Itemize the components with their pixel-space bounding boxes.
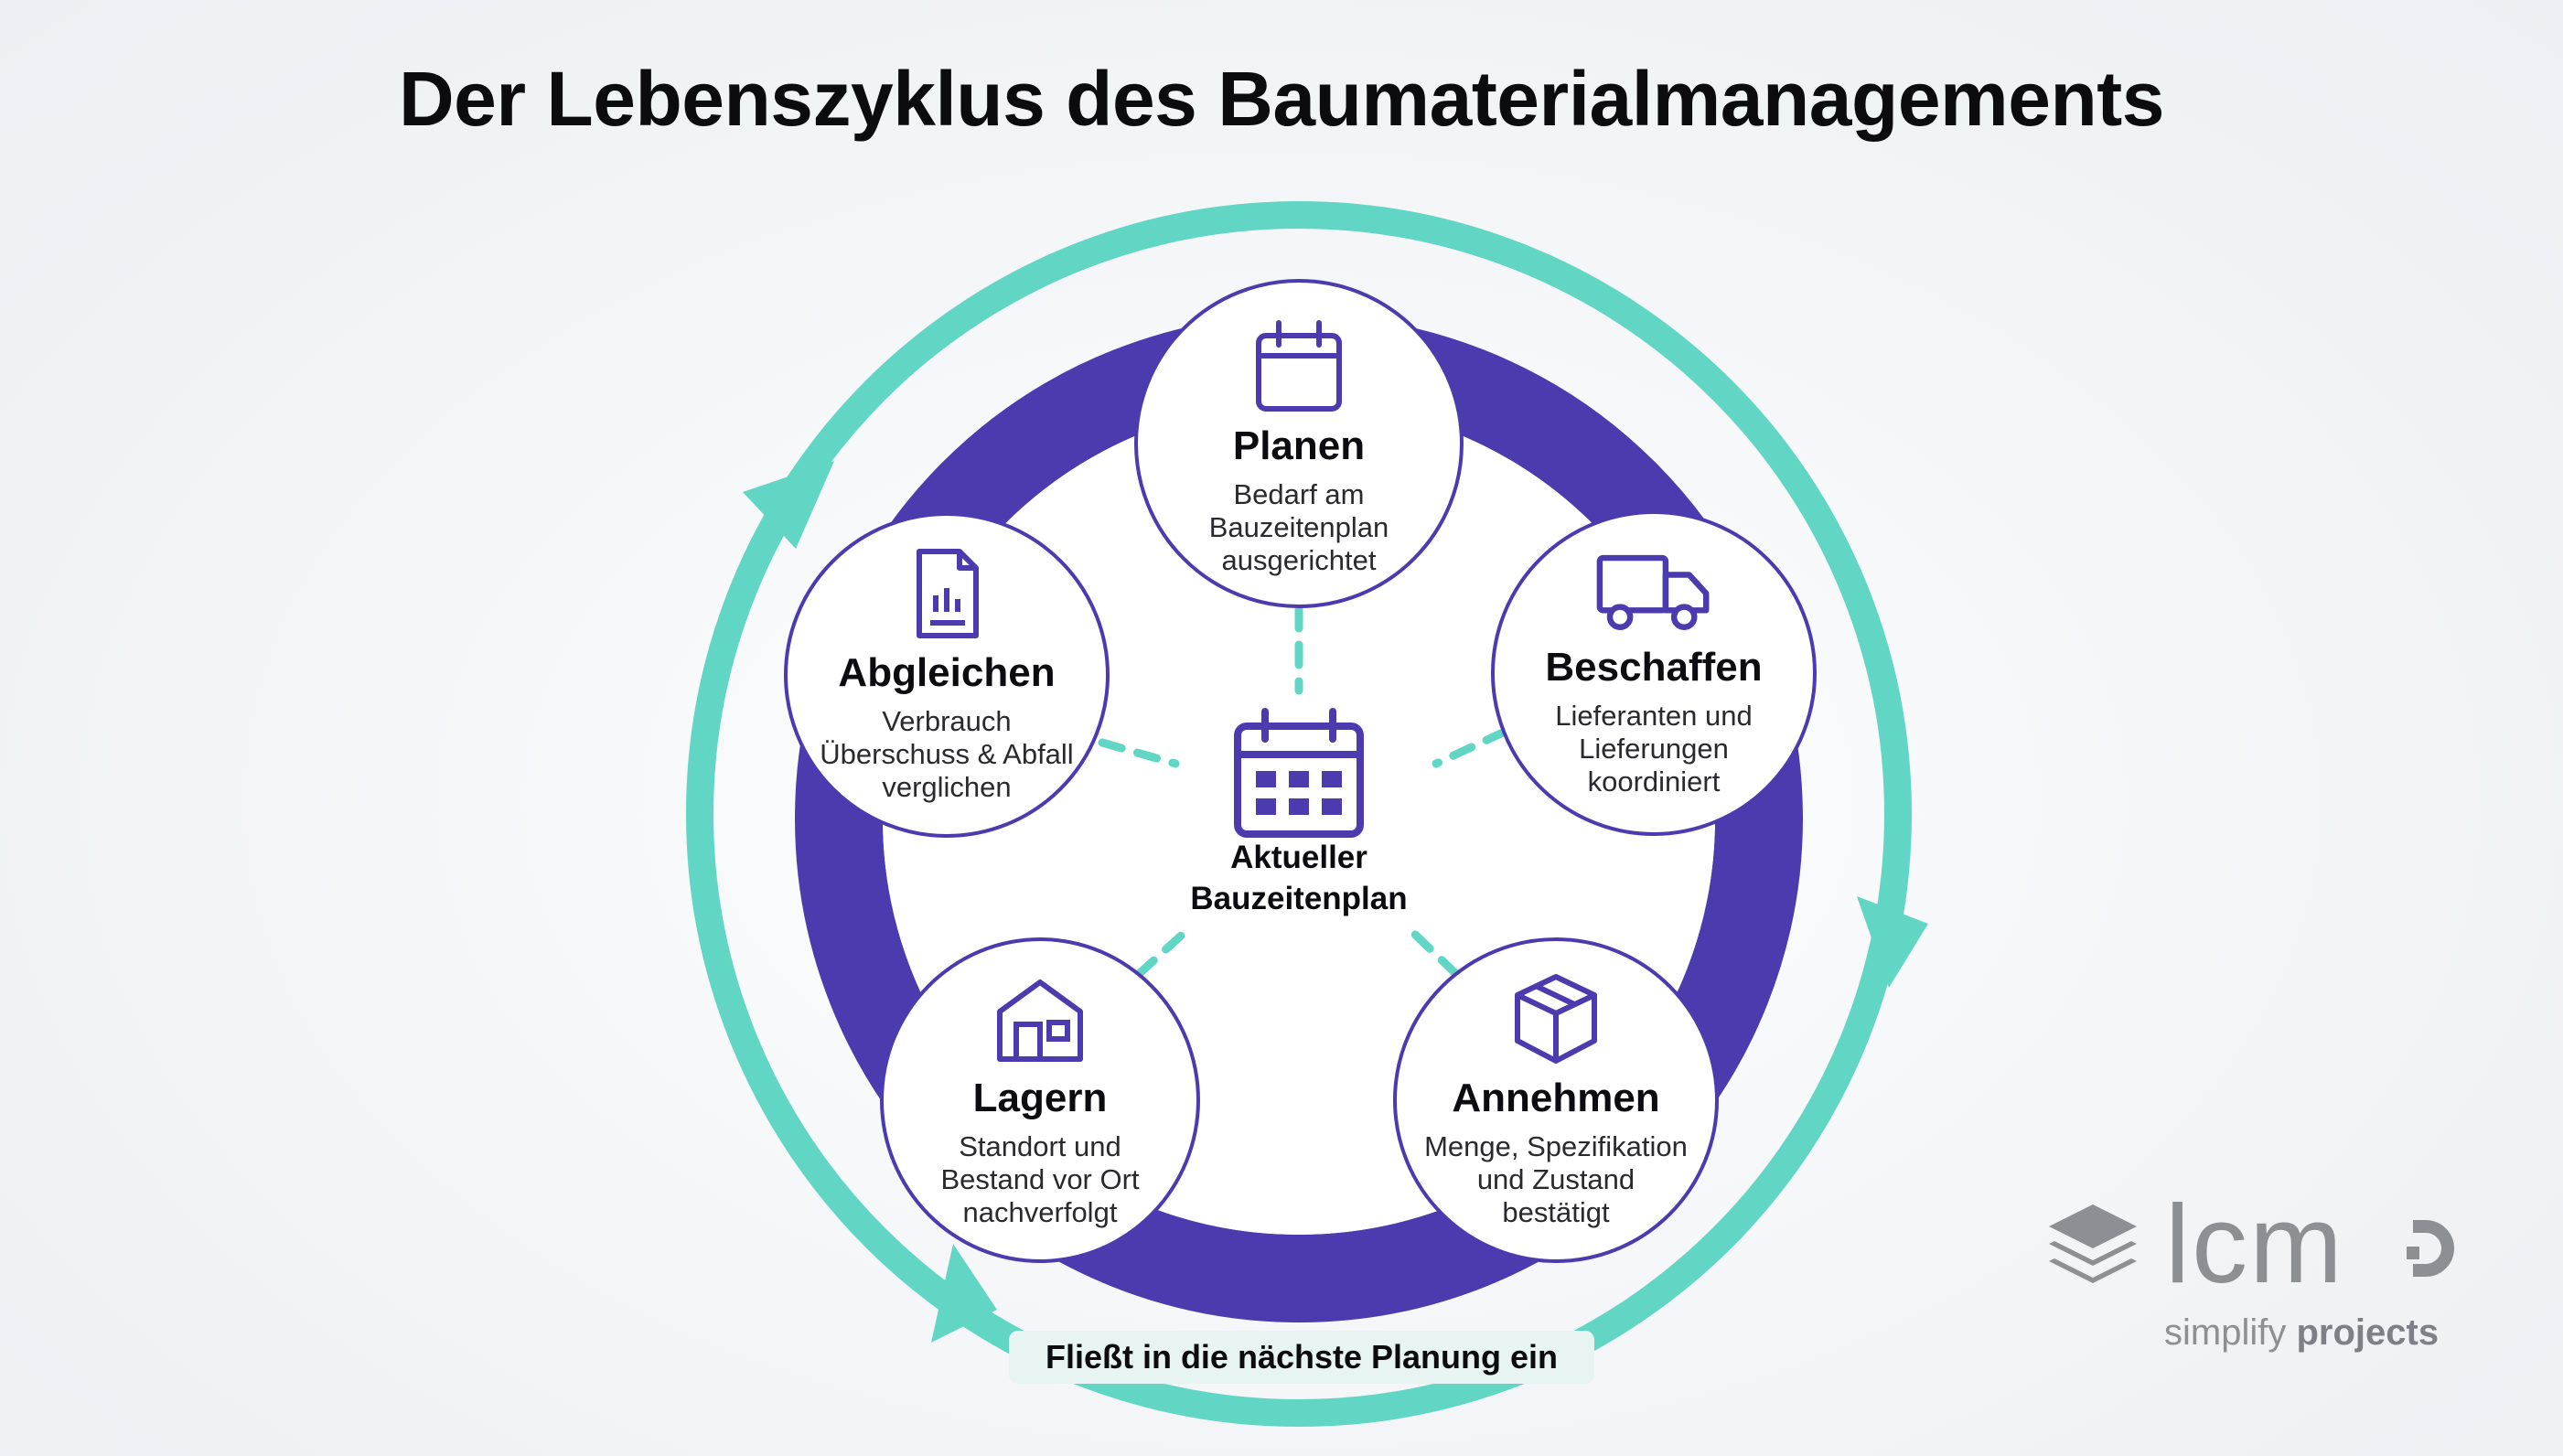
stage-desc-line: Bedarf am — [1233, 478, 1365, 510]
stage-title: Abgleichen — [838, 650, 1056, 695]
stage-desc-line: ausgerichtet — [1221, 544, 1377, 576]
stage-description: Menge, Spezifikation und Zustand bestäti… — [1419, 1130, 1693, 1229]
report-icon — [917, 549, 979, 638]
connector-beschaffen — [1432, 727, 1509, 768]
center-label: Aktueller Bauzeitenplan — [1153, 837, 1445, 919]
logo-glyph-icon — [2407, 1220, 2454, 1277]
center-label-line1: Aktueller — [1230, 840, 1367, 875]
stage-description: Bedarf am Bauzeitenplan ausgerichtet — [1162, 478, 1436, 577]
brand-logo: lcm simplify projects — [2031, 1175, 2470, 1376]
stage-desc-line: Verbrauch — [882, 705, 1012, 737]
warehouse-icon — [997, 980, 1083, 1062]
connector-lagern — [1134, 924, 1194, 979]
stage-abgleichen: Abgleichen Verbrauch Überschuss & Abfall… — [784, 512, 1110, 838]
stage-desc-line: Bauzeitenplan — [1208, 511, 1389, 543]
layers-icon — [2049, 1204, 2137, 1283]
logo-tagline: simplify projects — [2164, 1312, 2439, 1354]
connector-abgleichen — [1098, 738, 1180, 768]
page-title: Der Lebenszyklus des Baumaterialmanageme… — [399, 56, 2164, 142]
feedback-label: Fließt in die nächste Planung ein — [1009, 1331, 1594, 1384]
stage-desc-line: nachverfolgt — [962, 1196, 1118, 1228]
center-label-line2: Bauzeitenplan — [1190, 881, 1408, 916]
stage-beschaffen: Beschaffen Lieferanten und Lieferungen k… — [1491, 510, 1817, 836]
stage-title: Lagern — [972, 1076, 1108, 1120]
stage-title: Beschaffen — [1545, 645, 1763, 690]
stage-desc-line: Lieferanten und — [1555, 700, 1753, 732]
stage-desc-line: Standort und — [959, 1130, 1121, 1162]
stage-desc-line: bestätigt — [1502, 1196, 1610, 1228]
stage-title: Annehmen — [1452, 1076, 1660, 1120]
stage-desc-line: Bestand vor Ort — [940, 1163, 1140, 1195]
stage-description: Lieferanten und Lieferungen koordiniert — [1517, 700, 1791, 798]
arrowhead-right — [1857, 896, 1928, 988]
stage-desc-line: verglichen — [882, 771, 1012, 803]
calendar-icon — [1256, 320, 1342, 412]
logo-tagline-plain: simplify — [2164, 1312, 2287, 1353]
truck-icon — [1596, 554, 1710, 630]
logo-tagline-bold: projects — [2296, 1312, 2440, 1353]
connector-annehmen — [1404, 924, 1461, 979]
stage-description: Standort und Bestand vor Ort nachverfolg… — [903, 1130, 1177, 1229]
stage-annehmen: Annehmen Menge, Spezifikation und Zustan… — [1393, 937, 1719, 1263]
stage-desc-line: und Zustand — [1476, 1163, 1635, 1195]
outer-cycle-arrow-ring — [686, 201, 1912, 1427]
stage-desc-line: Menge, Spezifikation — [1424, 1130, 1688, 1162]
arrowhead-left — [743, 461, 834, 549]
stage-desc-line: Überschuss & Abfall — [820, 738, 1074, 770]
arrowhead-bottom — [931, 1244, 997, 1343]
calendar-grid-icon — [1234, 708, 1364, 838]
stage-desc-line: Lieferungen — [1579, 733, 1729, 765]
stage-title: Planen — [1232, 423, 1366, 468]
stage-desc-line: koordiniert — [1587, 765, 1721, 798]
logo-wordmark: lcm — [2165, 1182, 2344, 1306]
stage-planen: Planen Bedarf am Bauzeitenplan ausgerich… — [1134, 279, 1464, 608]
package-icon — [1515, 974, 1597, 1064]
stage-description: Verbrauch Überschuss & Abfall verglichen — [796, 705, 1098, 804]
stage-lagern: Lagern Standort und Bestand vor Ort nach… — [880, 937, 1200, 1263]
